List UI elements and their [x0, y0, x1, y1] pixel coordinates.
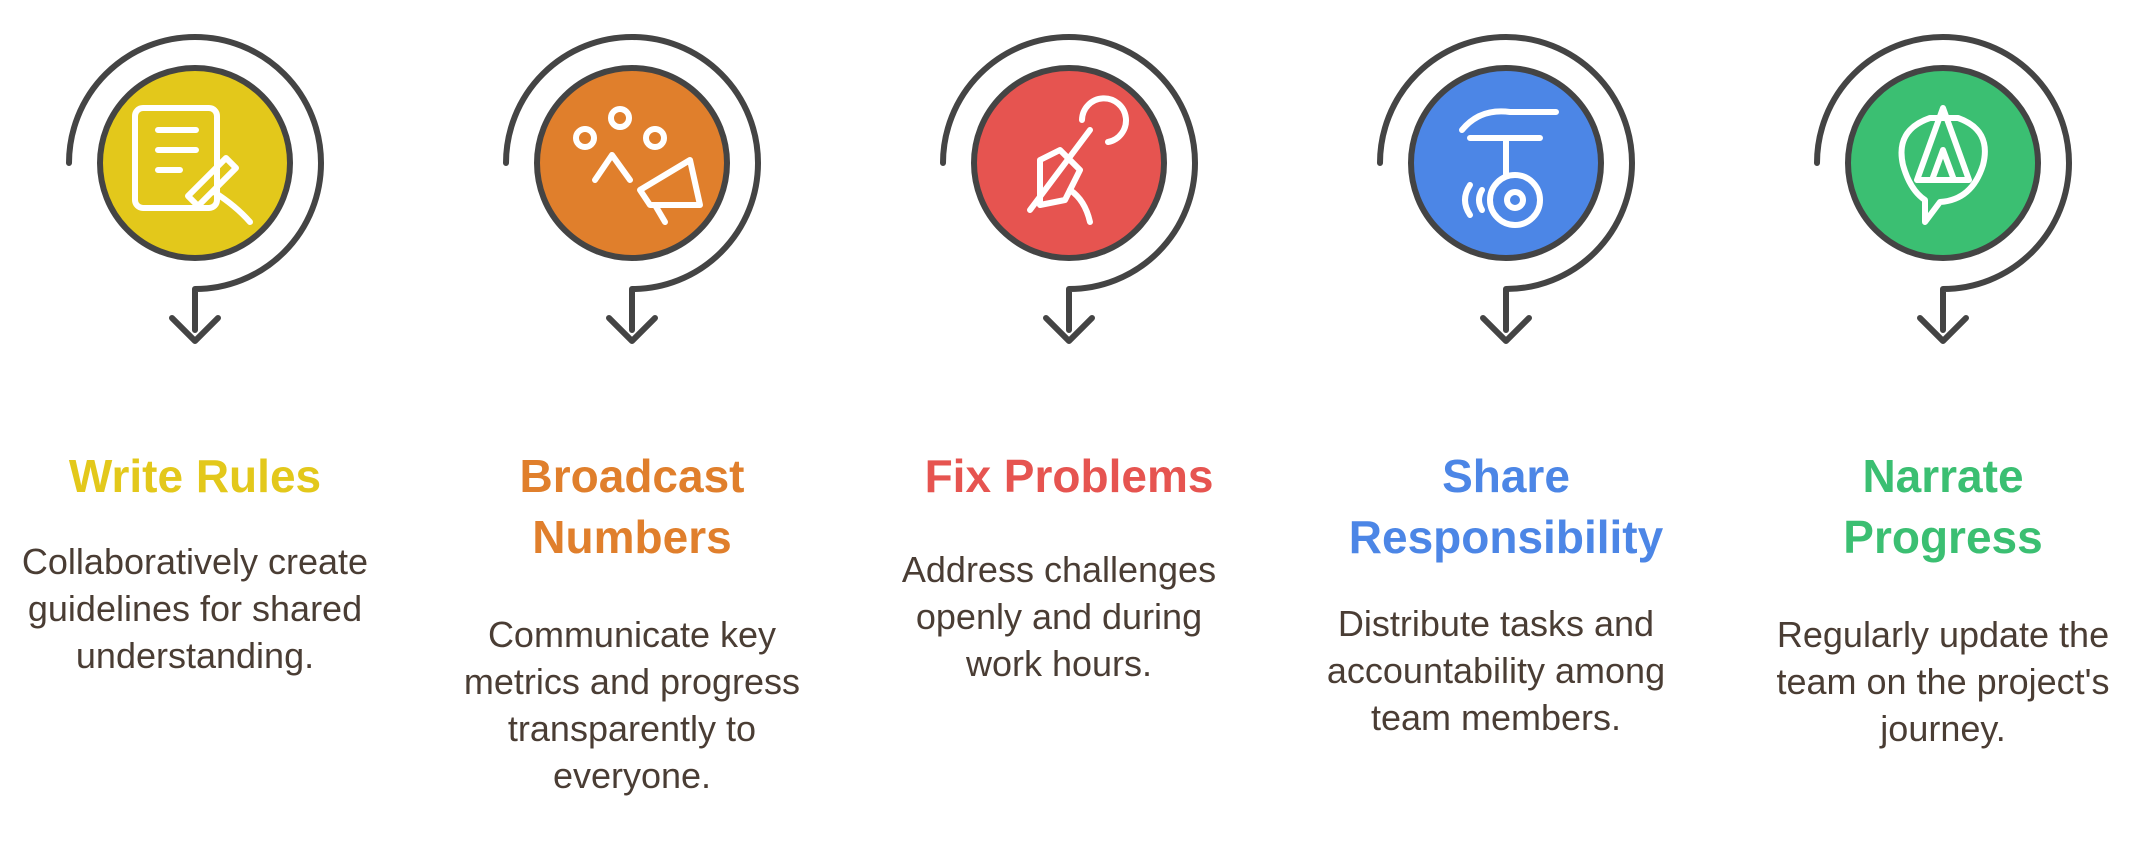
step-3-title: Fix Problems: [924, 450, 1214, 502]
step-5-graphic: [1814, 34, 2072, 344]
step-2-circle: [534, 65, 730, 261]
hand-yoyo-icon: [1459, 108, 1559, 228]
step-5-circle: [1845, 65, 2041, 261]
step-1-arrowhead: [169, 315, 221, 344]
wrench-hand-icon: [1027, 95, 1129, 225]
step-4-graphic: [1377, 34, 1635, 344]
step-1-arc-arrow: [66, 34, 324, 333]
step-5-arc-arrow: [1814, 34, 2072, 333]
step-1-graphic: [66, 34, 324, 344]
step-3-arrowhead: [1043, 315, 1095, 344]
step-4-arrowhead: [1480, 315, 1532, 344]
step-5-description: Regularly update the team on the project…: [1776, 614, 2110, 749]
step-2-arrowhead: [606, 315, 658, 344]
document-pen-icon: [132, 105, 253, 225]
step-1-description: Collaboratively create guidelines for sh…: [21, 541, 369, 676]
step-2-graphic: [503, 34, 761, 344]
step-2-description: Communicate key metrics and progress tra…: [463, 614, 801, 796]
step-1-circle: [97, 65, 293, 261]
step-5-arrowhead: [1917, 315, 1969, 344]
tent-speech-icon: [1898, 105, 1988, 225]
step-5-title: Narrate Progress: [1843, 450, 2043, 563]
step-2-title: Broadcast Numbers: [519, 450, 745, 563]
step-3-arc-arrow: [940, 34, 1198, 333]
step-3-graphic: [940, 34, 1198, 344]
step-4-title: Share Responsibility: [1348, 450, 1664, 563]
step-1-title: Write Rules: [68, 450, 322, 502]
step-3-description: Address challenges openly and during wor…: [901, 549, 1217, 684]
step-4-arc-arrow: [1377, 34, 1635, 333]
step-2-arc-arrow: [503, 34, 761, 333]
megaphone-icon: [573, 106, 703, 225]
step-4-description: Distribute tasks and accountability amon…: [1326, 603, 1666, 738]
